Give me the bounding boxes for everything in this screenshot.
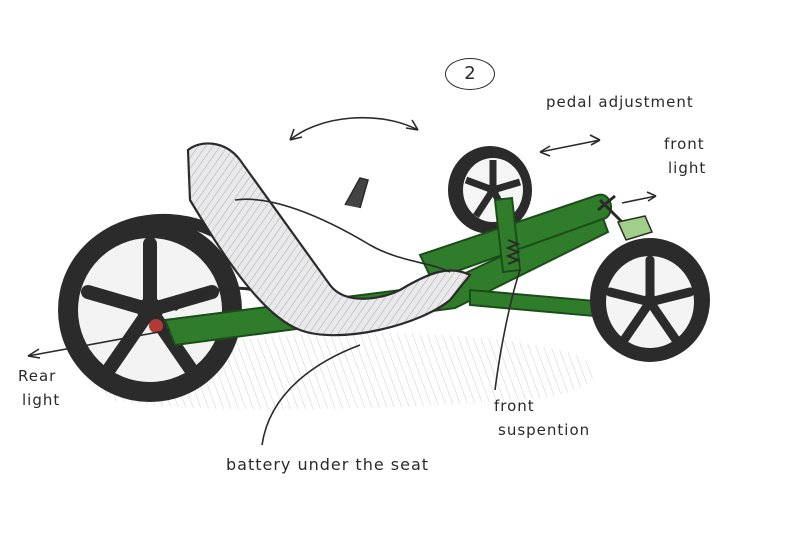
label-rear-light-line1: Rear: [18, 367, 57, 385]
annotation-arrows: [27, 116, 657, 446]
front-wheel-right: [590, 238, 710, 362]
label-rear-light-line2: light: [22, 391, 61, 409]
seat-cushion: [234, 198, 451, 273]
seat-shading: [188, 143, 470, 336]
sheet-number-badge: 2: [445, 58, 495, 90]
label-front-light-line2: light: [668, 159, 707, 177]
front-light: [616, 215, 654, 241]
front-suspension-spring: [505, 239, 521, 265]
label-pedal-adjustment: pedal adjustment: [546, 93, 694, 111]
label-front-suspension-line2: suspention: [498, 421, 591, 439]
handlebar: [344, 177, 369, 209]
label-front-light-line1: front: [664, 135, 705, 153]
rear-wheel: [58, 218, 242, 402]
rear-drive: [174, 286, 256, 312]
label-battery-under-seat: battery under the seat: [226, 455, 430, 474]
label-front-suspension-line1: front: [494, 397, 535, 415]
